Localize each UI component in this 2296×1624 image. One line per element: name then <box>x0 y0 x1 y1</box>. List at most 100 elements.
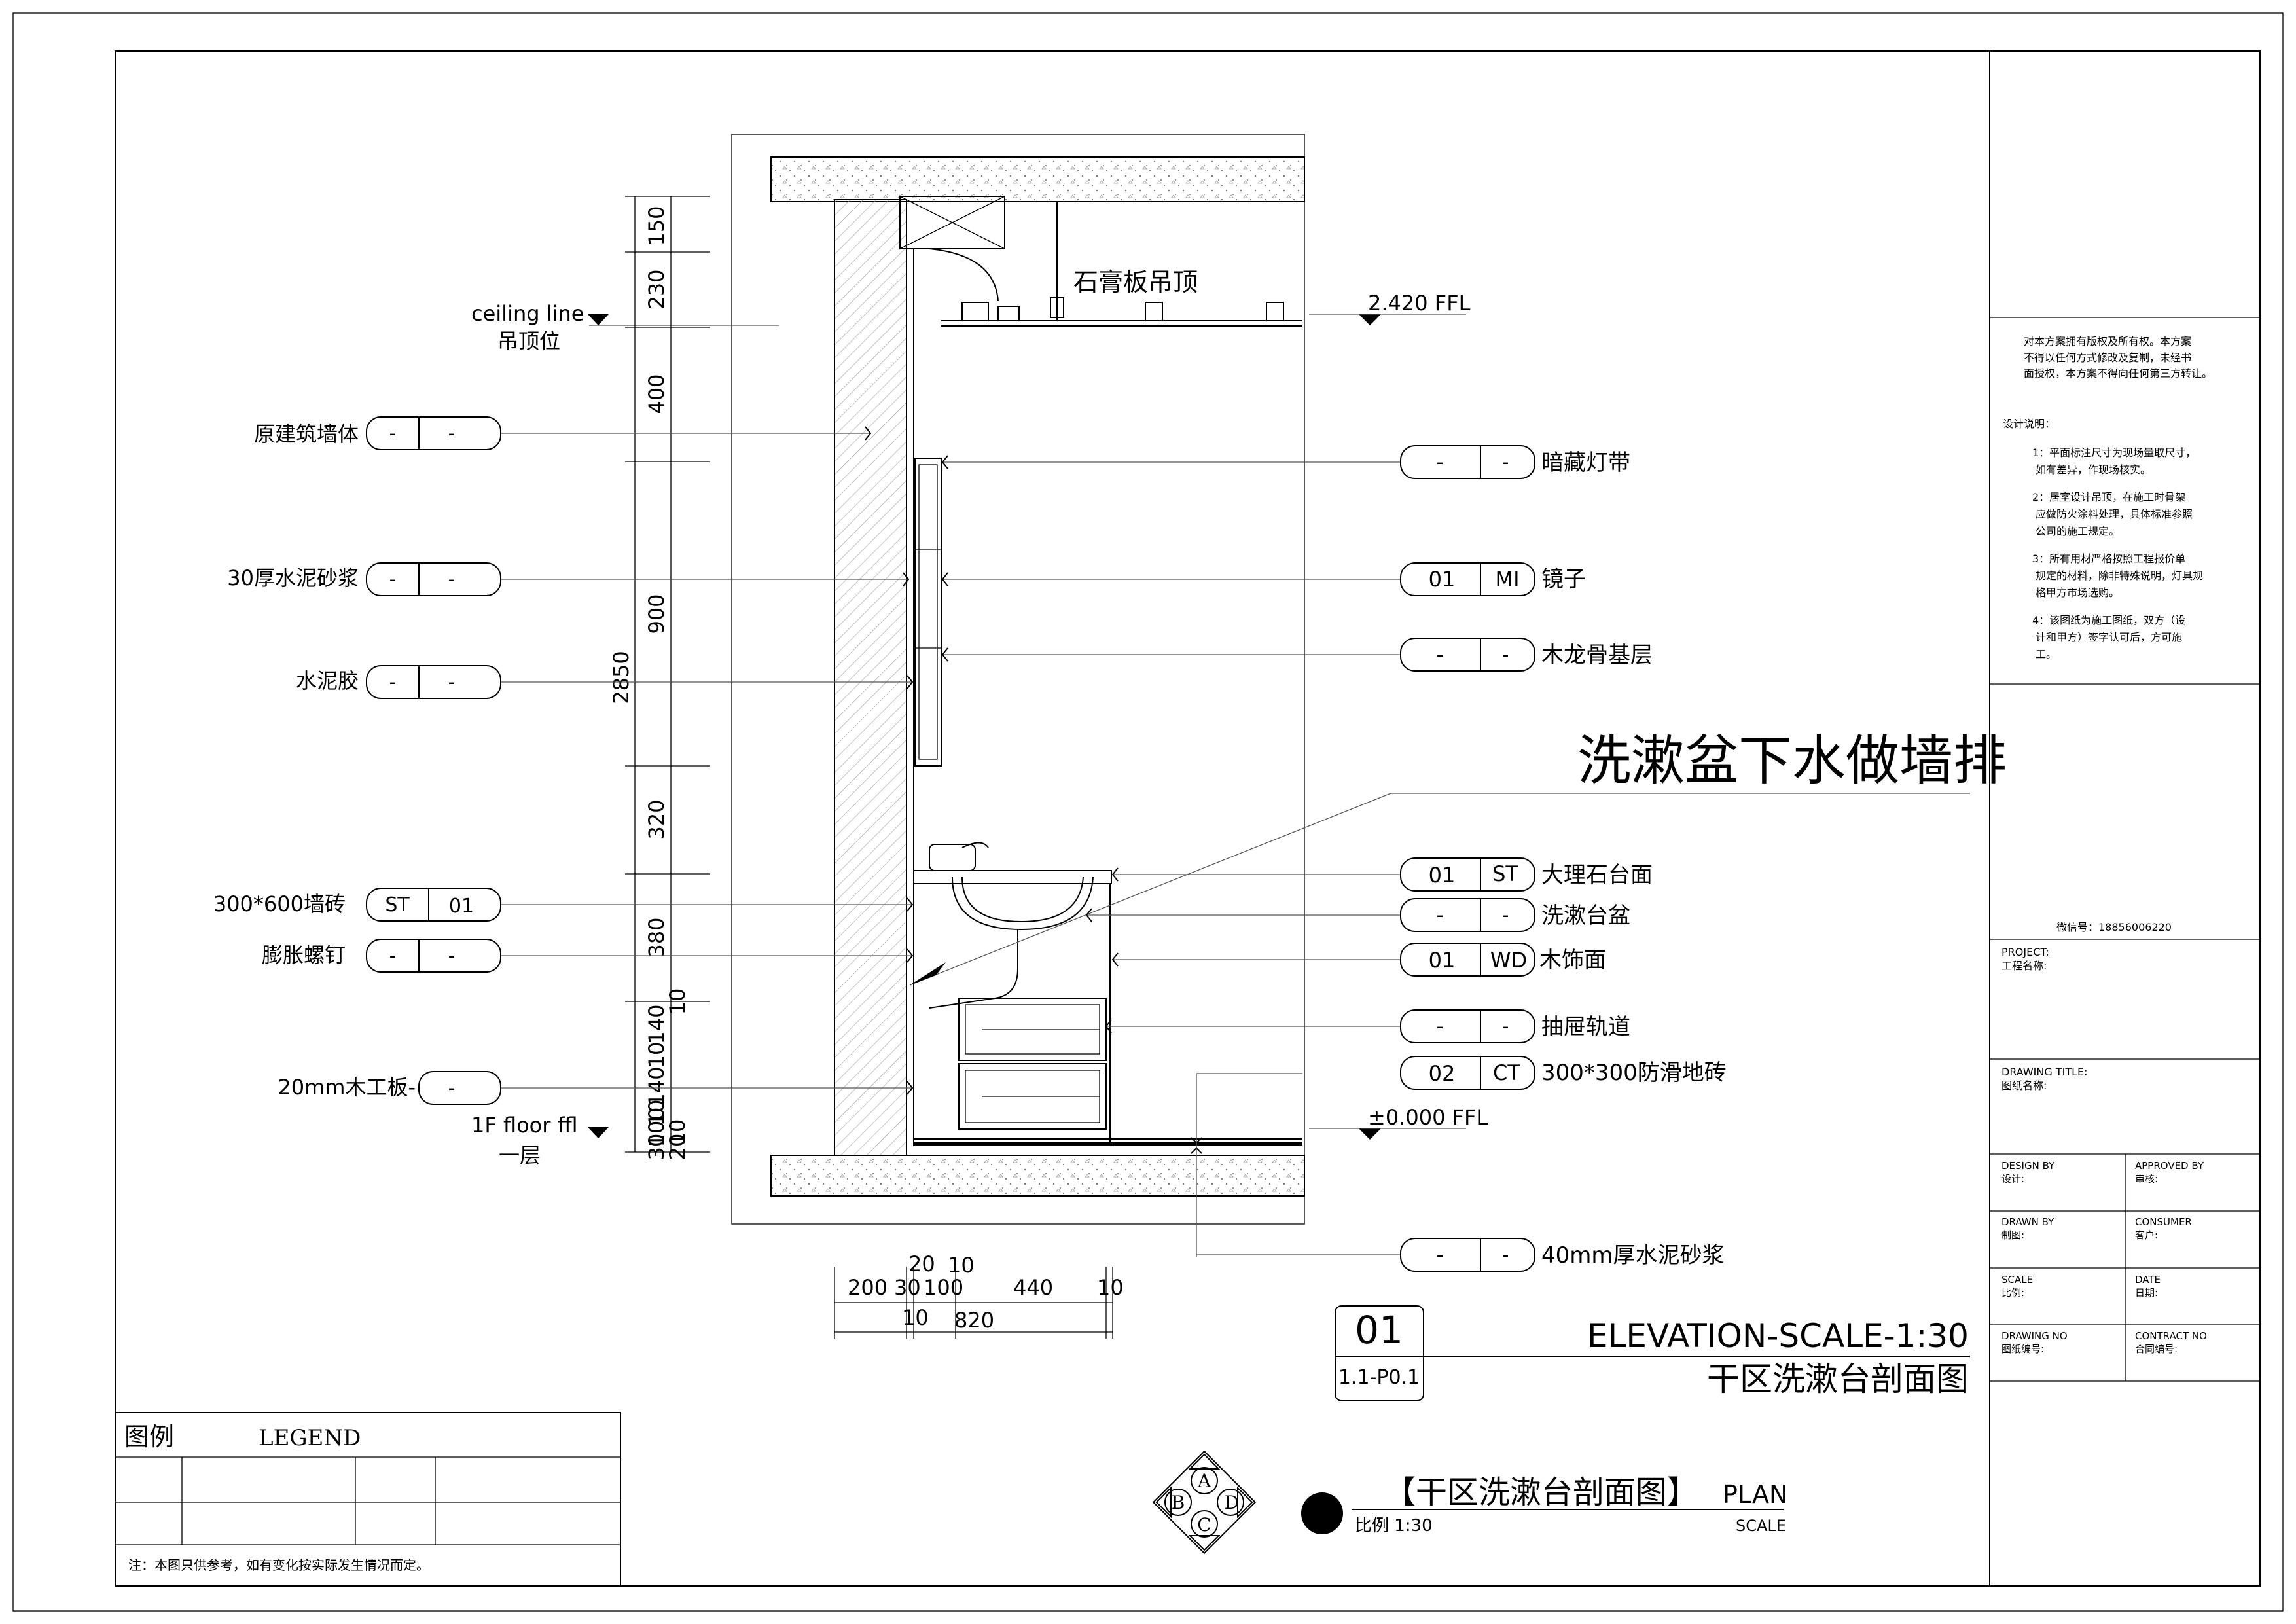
svg-text:格甲方市场选购。: 格甲方市场选购。 <box>2036 586 2119 599</box>
svg-text:SCALE: SCALE <box>2001 1274 2033 1286</box>
svg-text:-: - <box>1502 904 1509 927</box>
drawing-frame <box>731 134 1305 1225</box>
sheet-ref: 1.1-P0.1 <box>1338 1366 1420 1389</box>
svg-text:水泥胶: 水泥胶 <box>296 668 359 693</box>
svg-text:01: 01 <box>449 895 474 918</box>
dim-v-11: 10 <box>665 1119 690 1146</box>
left-tags: 原建筑墙体 - - 30厚水泥砂浆 - - 水泥胶 - - 30 <box>213 416 914 1105</box>
side-panel: 对本方案拥有版权及所有权。本方案 不得以任何方式修改及复制，未经书 面授权，本方… <box>1989 51 2260 1586</box>
dim-v-9: 10 <box>644 1100 669 1127</box>
left-tag-4: 膨胀螺钉 - - <box>262 939 914 973</box>
svg-text:-: - <box>1502 1244 1509 1267</box>
svg-text:如有差异，作现场核实。: 如有差异，作现场核实。 <box>2036 463 2151 476</box>
svg-text:设计说明：: 设计说明： <box>2003 418 2055 430</box>
floor-slab <box>770 1155 1305 1197</box>
svg-text:20mm木工板-: 20mm木工板- <box>278 1075 416 1100</box>
svg-text:木饰面: 木饰面 <box>1539 947 1606 973</box>
svg-text:-: - <box>1502 451 1509 474</box>
dim-h-mid-4: 10 <box>1097 1275 1124 1300</box>
svg-text:-: - <box>448 422 456 445</box>
svg-text:40mm厚水泥砂浆: 40mm厚水泥砂浆 <box>1541 1242 1725 1269</box>
floor-cn: 一层 <box>499 1143 541 1168</box>
svg-text:镜子: 镜子 <box>1541 566 1586 592</box>
svg-text:不得以任何方式修改及复制，未经书: 不得以任何方式修改及复制，未经书 <box>2024 352 2191 364</box>
dim-v-2: 400 <box>644 374 669 414</box>
right-tag-5: 01 WD 木饰面 <box>1111 943 1606 977</box>
right-tag-8: - - 40mm厚水泥砂浆 <box>1196 1238 1725 1272</box>
svg-text:设计:: 设计: <box>2001 1173 2024 1185</box>
dim-h-mid-1: 30 <box>894 1275 921 1300</box>
svg-text:-: - <box>389 422 397 445</box>
svg-text:C: C <box>1197 1514 1211 1536</box>
svg-text:图纸名称:: 图纸名称: <box>2001 1079 2047 1092</box>
original-wall <box>834 199 907 1156</box>
floor-label: 1F floor ffl <box>471 1113 578 1138</box>
section-drawing <box>731 134 1305 1257</box>
vanity <box>913 842 1302 1146</box>
left-tag-0: 原建筑墙体 - - <box>254 416 872 450</box>
svg-text:DRAWN BY: DRAWN BY <box>2001 1216 2054 1228</box>
svg-text:CT: CT <box>1493 1060 1520 1085</box>
ceiling-detail <box>899 196 1302 327</box>
svg-text:洗漱台盆: 洗漱台盆 <box>1541 903 1630 929</box>
plan-title-plan: PLAN <box>1723 1480 1787 1509</box>
big-note: 洗漱盆下水做墙排 <box>1577 730 2007 792</box>
left-tag-3: 300*600墙砖 ST 01 <box>213 888 914 922</box>
svg-text:-: - <box>1437 1244 1444 1267</box>
svg-text:-: - <box>448 1077 456 1100</box>
svg-text:01: 01 <box>1429 567 1456 592</box>
svg-text:CONTRACT NO: CONTRACT NO <box>2135 1330 2207 1342</box>
svg-text:原建筑墙体: 原建筑墙体 <box>254 422 359 446</box>
dim-h-bottom-1: 820 <box>954 1308 994 1333</box>
outer-border <box>12 12 2284 1612</box>
dim-v-8: 140 <box>644 1066 669 1106</box>
svg-text:ST: ST <box>385 893 410 916</box>
svg-text:暗藏灯带: 暗藏灯带 <box>1541 450 1630 476</box>
title-cn: 干区洗漱台剖面图 <box>1707 1360 1969 1398</box>
svg-text:-: - <box>1437 451 1444 474</box>
svg-text:审核:: 审核: <box>2135 1173 2158 1185</box>
svg-text:01: 01 <box>1429 863 1456 888</box>
svg-text:PROJECT:: PROJECT: <box>2001 946 2049 958</box>
svg-text:-: - <box>1502 1015 1509 1038</box>
ceiling-line-label: ceiling line <box>471 301 584 326</box>
svg-text:300*600墙砖: 300*600墙砖 <box>213 892 346 916</box>
left-tag-5: 20mm木工板- - <box>278 1071 914 1105</box>
right-tag-3: 01 ST 大理石台面 <box>1111 857 1653 892</box>
svg-text:4：该图纸为施工图纸，双方（设: 4：该图纸为施工图纸，双方（设 <box>2032 614 2185 626</box>
dim-h-bottom-0: 10 <box>902 1305 929 1330</box>
dim-v-1: 230 <box>644 269 669 309</box>
level-top-marker <box>1359 314 1381 325</box>
dim-v-0: 150 <box>644 206 669 245</box>
dim-v-7: 10 <box>644 1042 669 1069</box>
drawing-title-block: 01 1.1-P0.1 ELEVATION-SCALE-1:30 干区洗漱台剖面… <box>1335 1305 1970 1401</box>
sheet-num: 01 <box>1355 1308 1403 1352</box>
svg-text:30厚水泥砂浆: 30厚水泥砂浆 <box>227 566 359 590</box>
level-floor: ±0.000 FFL <box>1368 1105 1488 1130</box>
svg-text:CONSUMER: CONSUMER <box>2135 1216 2192 1228</box>
left-tag-2: 水泥胶 - - <box>296 665 914 699</box>
legend-title-en: LEGEND <box>259 1425 361 1451</box>
svg-text:1：平面标注尺寸为现场量取尺寸，: 1：平面标注尺寸为现场量取尺寸， <box>2032 446 2196 459</box>
svg-text:工程名称:: 工程名称: <box>2001 960 2047 972</box>
right-tag-6: - - 抽屉轨道 <box>1105 1009 1630 1043</box>
svg-text:面授权，本方案不得向任何第三方转让。: 面授权，本方案不得向任何第三方转让。 <box>2024 367 2212 380</box>
ceiling-slab <box>770 156 1305 202</box>
level-top: 2.420 FFL <box>1368 291 1471 316</box>
compass: A B C D <box>1152 1450 1257 1555</box>
svg-text:3：所有用材严格按照工程报价单: 3：所有用材严格按照工程报价单 <box>2032 552 2185 565</box>
ceiling-level-marker <box>588 314 609 325</box>
right-tag-4: - - 洗漱台盆 <box>1085 898 1630 932</box>
plan-scale-en: SCALE <box>1736 1517 1786 1535</box>
dim-v-12: 20 <box>665 1134 690 1161</box>
svg-text:工。: 工。 <box>2036 648 2056 660</box>
inner-border <box>115 50 2261 1587</box>
svg-text:01: 01 <box>1429 948 1456 973</box>
svg-text:客户:: 客户: <box>2135 1229 2158 1241</box>
dim-h-mid-0: 200 <box>848 1275 888 1300</box>
legend-note: 注：本图只供参考，如有变化按实际发生情况而定。 <box>128 1557 429 1573</box>
svg-text:日期:: 日期: <box>2135 1287 2158 1299</box>
svg-text:-: - <box>389 671 397 694</box>
dim-h-mid-2: 100 <box>924 1275 963 1300</box>
